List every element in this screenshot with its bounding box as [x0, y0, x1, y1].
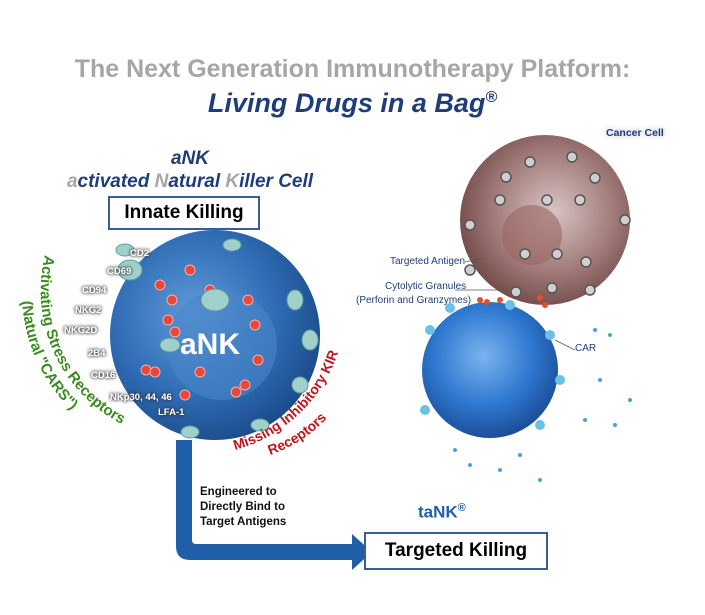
receptor-label: NKG2	[75, 305, 102, 316]
receptor-label: LFA-1	[158, 407, 185, 418]
ank-heading: aNK	[170, 148, 209, 169]
word-atural: atural	[168, 171, 226, 192]
receptor-label: CD69	[107, 266, 132, 277]
letter-n: N	[154, 171, 169, 192]
cancer-cell-label: Cancer Cell	[606, 127, 664, 139]
granules-label: Cytolytic Granules	[385, 281, 467, 292]
registered-mark: ®	[485, 89, 498, 106]
ank-cell-image	[110, 230, 320, 440]
engineering-line: Directly Bind to	[200, 501, 285, 513]
granules-detail-label: (Perforin and Granzymes)	[356, 295, 472, 306]
engineering-line: Engineered to	[200, 486, 277, 498]
title-line1: The Next Generation Immunotherapy Platfo…	[74, 55, 631, 83]
receptor-label: 2B4	[88, 348, 106, 359]
engineering-line: Target Antigens	[200, 516, 287, 528]
word-ctivated: ctivated	[77, 171, 155, 192]
registered-mark: ®	[457, 502, 466, 514]
tank-text: taNK	[418, 502, 458, 522]
title-line2: Living Drugs in a Bag®	[0, 88, 705, 119]
engineering-arrow	[176, 440, 372, 570]
receptor-label: NKG2D	[64, 325, 98, 336]
tank-label: taNK®	[418, 502, 466, 523]
receptor-label: NKp30, 44, 46	[110, 392, 172, 403]
innate-killing-box: Innate Killing	[108, 196, 260, 230]
receptor-label: CD94	[82, 285, 107, 296]
receptor-label: CD16	[91, 370, 116, 381]
letter-a: a	[66, 171, 78, 192]
tank-cell-image	[420, 295, 632, 482]
letter-k: K	[225, 171, 240, 192]
word-iller-cell: iller Cell	[239, 171, 314, 192]
car-label: CAR	[575, 343, 597, 354]
ank-cell-label: aNK	[180, 328, 241, 361]
title-line2-text: Living Drugs in a Bag	[207, 88, 486, 118]
targeted-antigen-label: Targeted Antigen	[390, 256, 466, 267]
receptor-label: CD2	[130, 248, 150, 259]
targeted-killing-box: Targeted Killing	[364, 532, 548, 570]
engineering-text: Engineered to Directly Bind to Target An…	[200, 485, 286, 530]
cancer-cell-image	[460, 135, 631, 305]
ank-full-name: activated Natural Killer Cell	[25, 171, 355, 193]
